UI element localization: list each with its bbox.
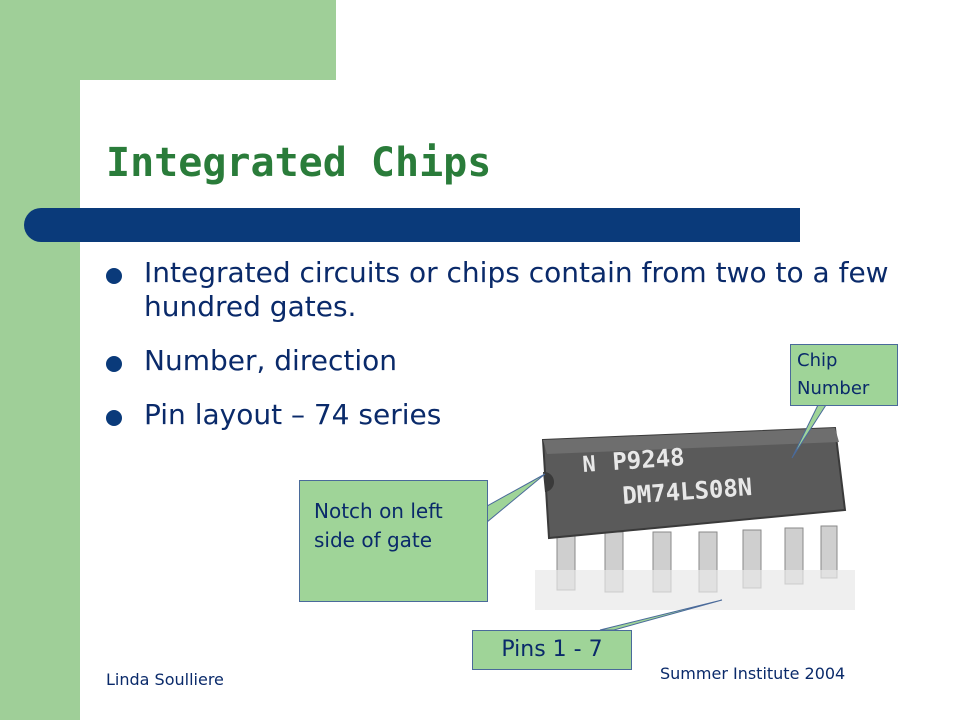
slide-title: Integrated Chips bbox=[106, 140, 492, 186]
bullet-text: Integrated circuits or chips contain fro… bbox=[144, 256, 889, 323]
top-green-band bbox=[0, 0, 336, 80]
chip-photo: N P9248 DM74LS08N bbox=[535, 420, 855, 610]
notch-callout: Notch on left side of gate bbox=[299, 480, 488, 602]
dip-chip-illustration: N P9248 DM74LS08N bbox=[535, 426, 855, 610]
footer-author: Linda Soulliere bbox=[106, 670, 224, 689]
bullet-item: Pin layout – 74 series bbox=[102, 398, 912, 432]
bullet-dot-icon bbox=[106, 410, 122, 426]
bullet-dot-icon bbox=[106, 356, 122, 372]
bullet-item: Number, direction bbox=[102, 344, 912, 378]
bullet-item: Integrated circuits or chips contain fro… bbox=[102, 256, 912, 324]
chip-number-callout: Chip Number bbox=[790, 344, 898, 406]
chip-top-marking: P9248 bbox=[611, 443, 685, 476]
chip-number-pointer bbox=[791, 404, 827, 459]
notch-pointer bbox=[486, 473, 546, 524]
bullet-text: Pin layout – 74 series bbox=[144, 398, 442, 431]
pins-callout: Pins 1 - 7 bbox=[472, 630, 632, 670]
bullet-list: Integrated circuits or chips contain fro… bbox=[102, 256, 912, 452]
bullet-text: Number, direction bbox=[144, 344, 397, 377]
bullet-dot-icon bbox=[106, 268, 122, 284]
title-underline-bar bbox=[24, 208, 800, 242]
pins-pointer bbox=[599, 599, 723, 631]
footer-event: Summer Institute 2004 bbox=[660, 664, 846, 683]
chip-notch-icon bbox=[543, 471, 555, 492]
svg-text:N: N bbox=[582, 452, 597, 478]
left-green-band bbox=[0, 0, 80, 720]
